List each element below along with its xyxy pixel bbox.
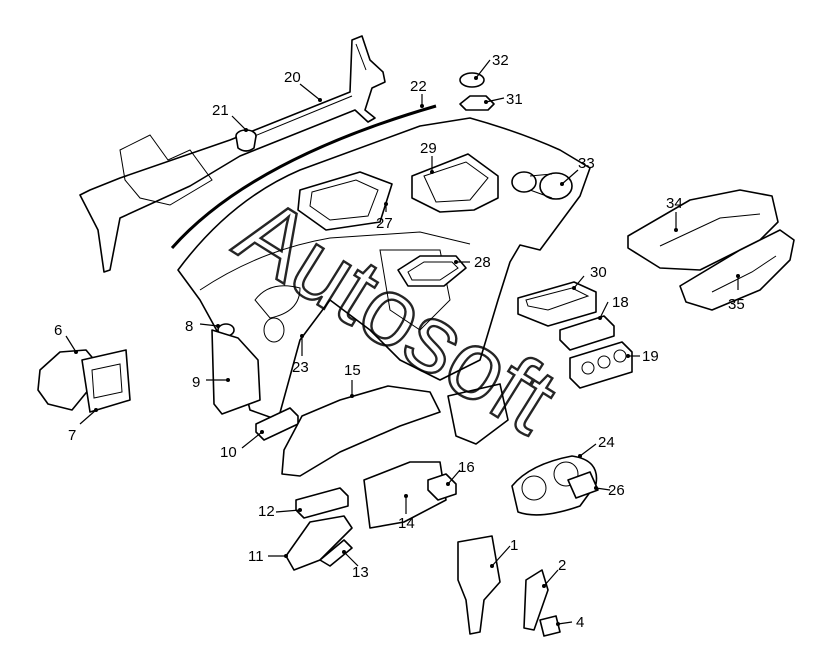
callout-33: 33: [578, 155, 595, 172]
part-console-switch: [427, 473, 457, 501]
callout-20: 20: [284, 69, 301, 86]
part-bushing: [235, 129, 257, 152]
part-pedal-bracket: [457, 535, 501, 635]
part-speaker-ring: [459, 72, 485, 88]
part-climate-control: [569, 341, 633, 389]
callout-23: 23: [292, 359, 309, 376]
leader-lines: [65, 59, 740, 626]
callout-19: 19: [642, 348, 659, 365]
part-console-upper: [517, 281, 597, 327]
callout-2: 2: [558, 557, 566, 574]
callout-13: 13: [352, 564, 369, 581]
part-center-vent: [397, 255, 467, 287]
callout-4: 4: [576, 614, 584, 631]
part-cross-car-beam: [79, 35, 386, 273]
callout-31: 31: [506, 91, 523, 108]
part-fuse-box: [81, 349, 131, 413]
callout-9: 9: [192, 374, 200, 391]
callout-34: 34: [666, 195, 683, 212]
callout-14: 14: [398, 515, 415, 532]
callout-12: 12: [258, 503, 275, 520]
part-clip: [539, 615, 561, 637]
part-knee-trim: [319, 539, 353, 567]
part-instrument-cluster: [511, 455, 598, 516]
callout-16: 16: [458, 459, 475, 476]
part-lower-trim: [281, 385, 441, 477]
part-switch-panel: [559, 315, 615, 351]
part-trim-strip: [170, 104, 437, 249]
part-glovebox-upper: [627, 189, 779, 271]
part-side-panel: [211, 329, 261, 415]
callout-30: 30: [590, 264, 607, 281]
part-speaker-mount: [459, 95, 495, 111]
callout-6: 6: [54, 322, 62, 339]
callout-7: 7: [68, 427, 76, 444]
callout-21: 21: [212, 102, 229, 119]
part-knee-panel: [285, 515, 353, 571]
callout-15: 15: [344, 362, 361, 379]
callout-27: 27: [376, 215, 393, 232]
callout-11: 11: [248, 548, 264, 565]
part-round-vent: [511, 171, 573, 200]
callout-18: 18: [612, 294, 629, 311]
callout-24: 24: [598, 434, 615, 451]
part-airbag-module: [411, 153, 499, 213]
callout-22: 22: [410, 78, 427, 95]
part-sensor-bracket: [523, 569, 549, 631]
callout-35: 35: [728, 296, 745, 313]
callout-26: 26: [608, 482, 625, 499]
part-cluster-switch: [567, 471, 599, 499]
callout-10: 10: [220, 444, 237, 461]
part-center-lower-trim: [447, 383, 509, 445]
callout-32: 32: [492, 52, 509, 69]
callout-1: 1: [510, 537, 518, 554]
part-display-housing: [297, 171, 393, 231]
callout-28: 28: [474, 254, 491, 271]
callout-8: 8: [185, 318, 193, 335]
callout-labels: 1 2 4 6 7 8 9 10 11 12 13 14 15 16 18 19…: [54, 52, 745, 631]
part-switch-bank: [295, 487, 349, 519]
callout-29: 29: [420, 140, 437, 157]
part-glovebox-lid: [679, 229, 795, 311]
